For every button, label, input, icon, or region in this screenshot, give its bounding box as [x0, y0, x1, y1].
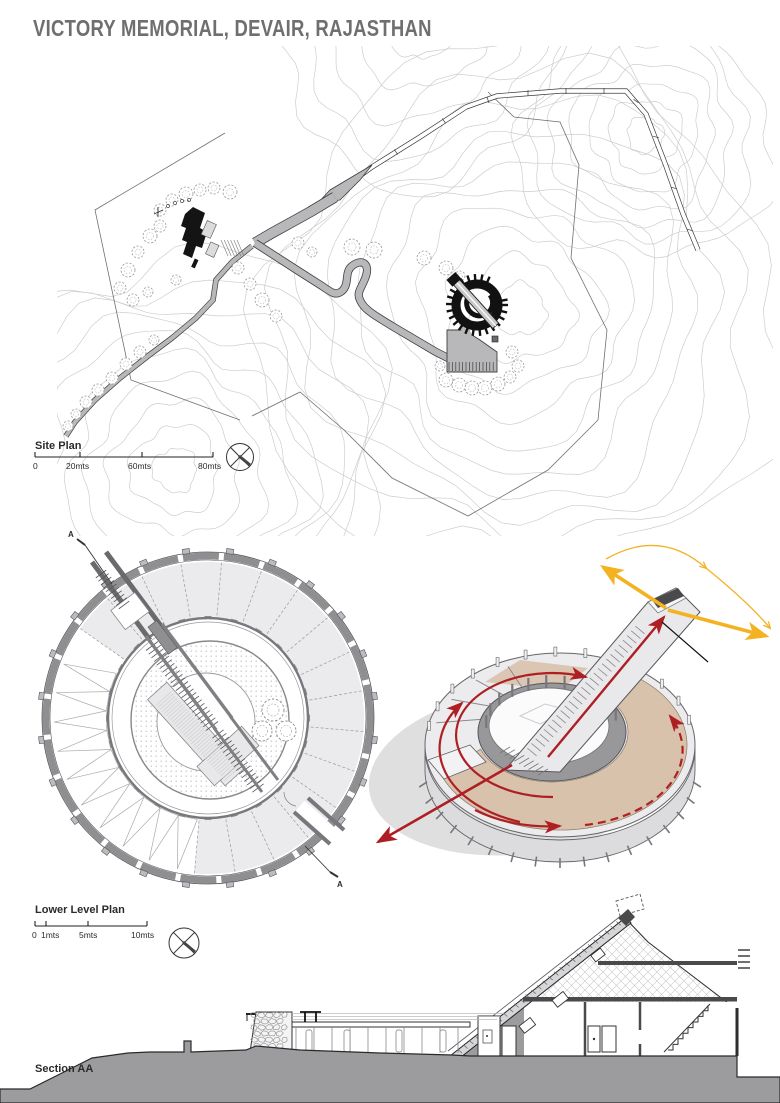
ground-mass — [0, 1040, 780, 1103]
scale-tick: 20mts — [66, 461, 89, 471]
circulation-arrows — [375, 615, 685, 844]
scale-tick: 0 — [33, 461, 38, 471]
axonometric-diagram — [368, 544, 770, 868]
svg-text:A: A — [68, 530, 74, 539]
upper-floor-tan — [440, 675, 688, 831]
plan-trees — [251, 698, 297, 742]
scale-tick: 10mts — [131, 930, 154, 940]
secondary-entry — [283, 791, 346, 846]
leader-line — [661, 621, 709, 663]
scale-tick: 5mts — [79, 930, 97, 940]
contour-lines — [57, 46, 773, 536]
access-road — [330, 88, 701, 251]
section-building — [246, 893, 750, 1062]
sun-path-arrows — [599, 544, 770, 640]
site-boundary-lines — [94, 91, 608, 517]
section-marker-a-top: A — [68, 530, 113, 585]
scale-tick: 1mts — [41, 930, 59, 940]
site-plan-label: Site Plan — [35, 440, 82, 452]
site-plan-caption: Site Plan 0 20mts 60mts 80mts — [33, 440, 254, 471]
entry-ramp-bridge — [89, 550, 280, 793]
section-label: Section AA — [35, 1063, 93, 1075]
entry-axis-arrow — [375, 763, 513, 844]
north-arrow-icon — [226, 443, 254, 471]
courtyard-plinth — [146, 681, 260, 787]
page-title: VICTORY MEMORIAL, DEVAIR, RAJASTHAN — [33, 16, 432, 42]
lower-level-plan-drawing: A A — [38, 530, 378, 889]
scale-tick: 60mts — [128, 461, 151, 471]
section-marker-a-bottom: A — [304, 845, 343, 889]
north-arrow-icon — [168, 927, 200, 959]
site-plan-scalebar — [34, 452, 214, 458]
memorial-plan-symbol — [445, 272, 508, 336]
entry-cluster-buildings — [153, 198, 245, 269]
svg-text:A: A — [337, 880, 343, 889]
section-drawing: Section AA — [0, 893, 780, 1103]
scale-tick: 80mts — [198, 461, 221, 471]
site-plan-drawing — [57, 46, 773, 536]
lower-level-label: Lower Level Plan — [35, 904, 125, 916]
site-trees — [62, 181, 525, 432]
lower-level-caption: Lower Level Plan 0 1mts 5mts 10mts — [32, 904, 200, 959]
axon-entry-porch — [427, 744, 487, 780]
flag-marker — [615, 893, 645, 917]
scale-tick: 0 — [32, 930, 37, 940]
lower-level-scalebar — [34, 921, 148, 927]
